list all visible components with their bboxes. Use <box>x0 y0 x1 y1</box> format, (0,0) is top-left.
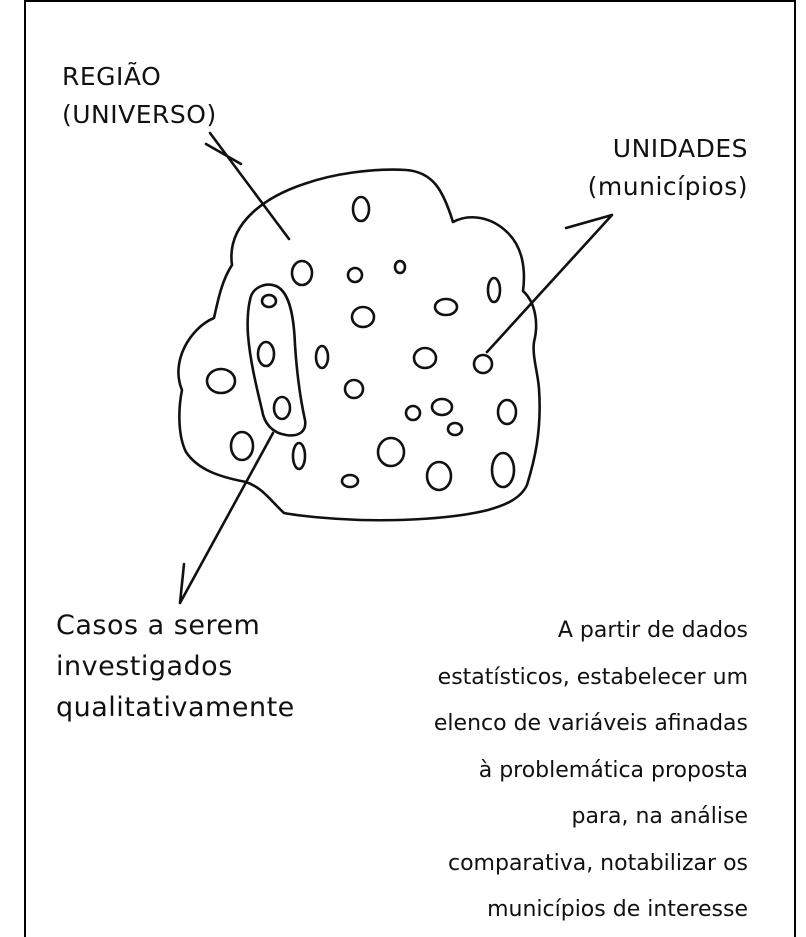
unit-oval <box>314 344 330 370</box>
unit-oval <box>343 378 365 400</box>
region-label-line: REGIÃO <box>62 62 162 91</box>
unit-oval <box>205 367 237 395</box>
unit-oval <box>376 436 406 468</box>
units-leader-line <box>485 213 614 354</box>
unit-oval <box>472 353 494 375</box>
description-line: para, na análise <box>571 804 748 829</box>
units-label-line: UNIDADES <box>612 134 748 163</box>
unit-oval <box>404 404 422 422</box>
unit-oval <box>393 259 407 275</box>
cases-label-line: investigados <box>56 651 233 682</box>
cases-label-line: qualitativamente <box>56 692 295 723</box>
unit-oval <box>229 430 255 462</box>
description-line: comparativa, notabilizar os <box>448 850 748 876</box>
region-universe-label: REGIÃO (UNIVERSO) <box>62 58 217 134</box>
unit-oval <box>350 305 376 329</box>
figure-frame-top <box>24 0 796 2</box>
cases-label-line: Casos a serem <box>56 610 261 641</box>
unit-oval <box>430 397 454 417</box>
unit-oval <box>260 293 278 309</box>
municipalities-label-line: (municípios) <box>587 172 748 201</box>
cases-leader-line <box>178 431 275 605</box>
unit-oval <box>346 266 364 284</box>
figure-frame <box>24 0 796 937</box>
description-line: elenco de variáveis afinadas <box>433 711 748 736</box>
municipality-units <box>205 195 518 492</box>
unit-oval <box>272 395 292 421</box>
universe-label-line: (UNIVERSO) <box>62 100 217 129</box>
unit-oval <box>446 421 464 437</box>
unit-oval <box>490 451 516 489</box>
description-line: estatísticos, estabelecer um <box>437 664 748 690</box>
description-line: A partir de dados <box>557 618 748 643</box>
description-line: à problemática proposta <box>478 757 748 783</box>
sample-enclosure <box>246 283 307 437</box>
unit-oval <box>256 340 276 368</box>
unit-oval <box>486 276 502 304</box>
unit-oval <box>291 441 307 471</box>
unit-oval <box>351 195 371 223</box>
method-description: A partir de dados estatísticos, estabele… <box>360 608 748 934</box>
cases-label: Casos a serem investigados qualitativame… <box>56 605 295 728</box>
region-blob <box>177 168 541 522</box>
unit-oval <box>433 297 459 317</box>
unit-oval <box>425 460 453 492</box>
description-line: municípios de interesse <box>487 897 748 922</box>
unit-oval <box>290 259 314 287</box>
unit-oval <box>412 346 438 370</box>
region-leader-line <box>204 131 291 241</box>
unit-oval <box>340 473 360 489</box>
unit-oval <box>496 398 518 426</box>
units-label: UNIDADES (municípios) <box>588 130 748 206</box>
